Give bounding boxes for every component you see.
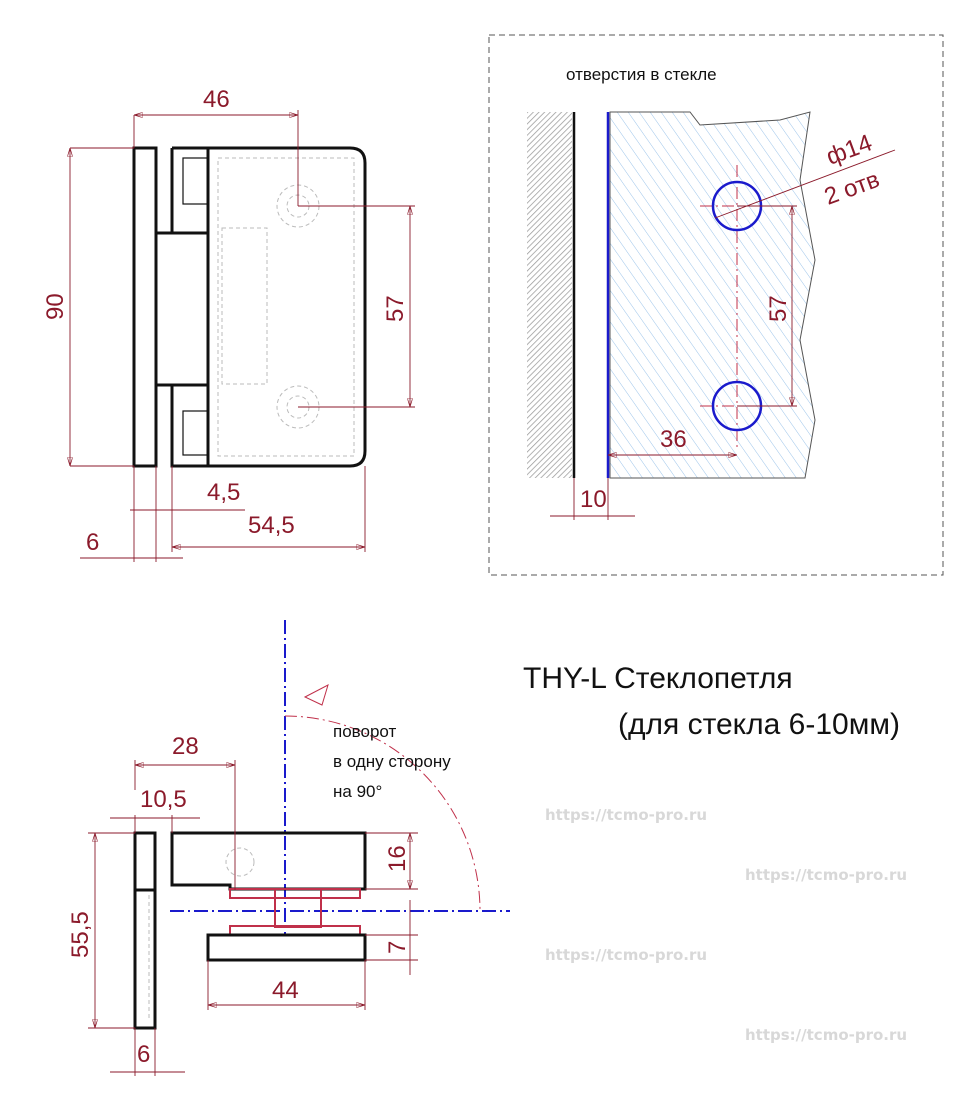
dim-44: 44 <box>272 977 299 1004</box>
dim-10: 10 <box>580 486 607 513</box>
rotation-arc <box>284 715 481 912</box>
product-subtitle: (для стекла 6-10мм) <box>618 708 900 741</box>
glass-panel <box>609 111 816 479</box>
hinge-body <box>156 146 367 468</box>
text-layer: 46 90 57 4,5 54,5 6 отверстия в стекле ф… <box>42 65 907 1068</box>
detail-frame <box>488 34 944 576</box>
side-plate <box>133 831 157 1030</box>
watermark-text: https://tcmo-pro.ru <box>745 866 907 884</box>
dim-54-5: 54,5 <box>248 512 295 539</box>
glass-holes-view <box>488 34 944 576</box>
dim-46: 46 <box>203 86 230 113</box>
front-view <box>70 110 415 562</box>
watermark-text: https://tcmo-pro.ru <box>545 806 707 824</box>
dim-28: 28 <box>172 733 199 760</box>
watermark-text: https://tcmo-pro.ru <box>745 1026 907 1044</box>
rotation-note-1: поворот <box>333 722 396 741</box>
dim-glass-57: 57 <box>765 295 792 322</box>
rotation-note-3: на 90° <box>333 782 382 801</box>
dim-57: 57 <box>382 295 409 322</box>
hinge-top-body <box>170 831 367 891</box>
dim-7: 7 <box>384 941 411 954</box>
dim-36: 36 <box>660 426 687 453</box>
dim-55-5: 55,5 <box>67 911 94 958</box>
wall-plate <box>132 146 158 468</box>
dim-4-5: 4,5 <box>207 479 240 506</box>
glass-holes-label: отверстия в стекле <box>566 65 717 84</box>
hinge-bottom-plate <box>206 933 367 962</box>
wall-hatch <box>527 112 572 478</box>
dim-10-5: 10,5 <box>140 786 187 813</box>
dim-6: 6 <box>86 529 99 556</box>
top-view <box>88 620 510 1076</box>
hole-count: 2 отв <box>821 166 883 211</box>
hole-diameter: ф14 <box>823 129 876 170</box>
watermark-text: https://tcmo-pro.ru <box>545 946 707 964</box>
rotation-arrow-icon <box>303 684 329 706</box>
dim-90: 90 <box>42 293 69 320</box>
dim-top-6: 6 <box>137 1041 150 1068</box>
product-title: THY-L Стеклопетля <box>523 662 793 695</box>
dim-16: 16 <box>384 845 411 872</box>
rotation-note-2: в одну сторону <box>333 752 451 771</box>
